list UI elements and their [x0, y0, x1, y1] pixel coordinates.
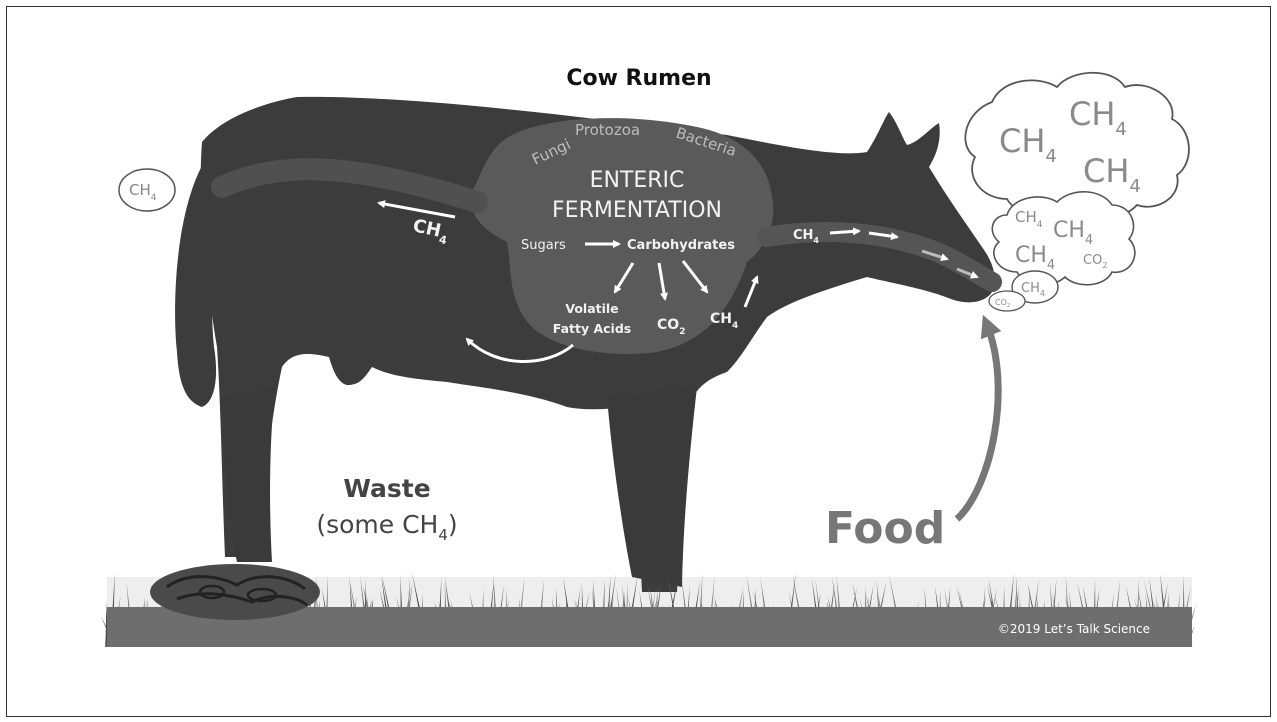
sugars-label: Sugars [521, 238, 566, 253]
cow-rumen-diagram: Cow Rumen Fungi Protozoa Bacteria ENTERI… [7, 7, 1270, 716]
process-line-2: FERMENTATION [552, 198, 722, 223]
cow-front-leg [607, 387, 697, 587]
vfa-line-1: Volatile [565, 301, 618, 316]
title: Cow Rumen [566, 66, 711, 91]
food-label: Food [825, 503, 945, 554]
microbe-protozoa: Protozoa [575, 121, 640, 139]
carbohydrates-label: Carbohydrates [627, 238, 735, 253]
ch4-esophagus-arrow-1 [830, 231, 859, 233]
vfa-line-2: Fatty Acids [553, 321, 631, 336]
manure-pile [150, 564, 320, 620]
figure-frame: Cow Rumen Fungi Protozoa Bacteria ENTERI… [6, 6, 1271, 717]
process-line-1: ENTERIC [590, 168, 685, 193]
food-arrow [957, 325, 998, 519]
waste-line-1: Waste [343, 474, 430, 503]
waste-line-2: (some CH4) [316, 510, 457, 544]
copyright: ©2019 Let’s Talk Science [998, 622, 1150, 636]
